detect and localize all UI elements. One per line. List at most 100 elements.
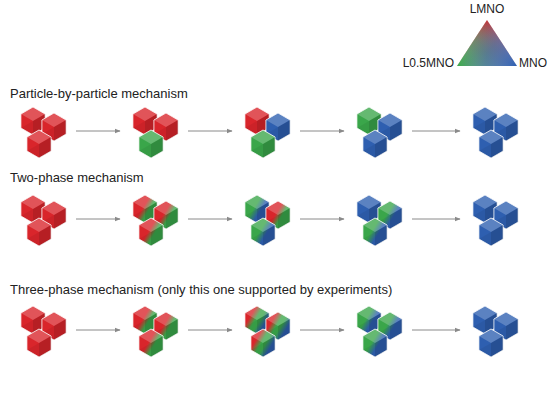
particle (473, 306, 497, 334)
process-arrow (76, 219, 120, 220)
particle-facet (363, 232, 375, 246)
process-arrow (300, 219, 344, 220)
legend-triangle-base (457, 20, 517, 66)
particle-facet (479, 144, 491, 158)
particle-facet (27, 343, 39, 357)
particle-facet (363, 144, 375, 158)
particle-row (21, 107, 518, 158)
particle-facet (39, 336, 51, 357)
particle-cluster (21, 107, 66, 158)
particle-cluster (21, 306, 66, 357)
particle-cluster (357, 195, 402, 246)
particle-cluster (133, 107, 178, 158)
particle-row (21, 195, 518, 246)
particle (139, 329, 163, 357)
particle-facet (21, 209, 33, 223)
particle (363, 130, 387, 158)
particle (27, 329, 51, 357)
process-arrow (188, 330, 232, 331)
particle-cluster (245, 195, 290, 246)
particle-facet (375, 137, 387, 158)
legend-color-corner (457, 20, 517, 66)
particle-facet (133, 121, 145, 135)
particle-facet (278, 120, 290, 141)
process-arrow (300, 330, 344, 331)
particle (245, 306, 269, 334)
legend-label: LMNO (470, 3, 505, 17)
process-arrow (188, 131, 232, 132)
particle-cluster (473, 107, 518, 158)
particle-cluster (357, 306, 402, 357)
particle (473, 107, 497, 135)
mechanism-title: Two-phase mechanism (10, 171, 144, 186)
particle-facet (491, 137, 503, 158)
particle (473, 195, 497, 223)
particle (479, 130, 503, 158)
particle-facet (251, 144, 263, 158)
particle-cluster (133, 195, 178, 246)
particle-facet (151, 137, 163, 158)
particle-facet (357, 121, 369, 135)
legend-color-corner (457, 20, 517, 66)
particle-facet (133, 209, 145, 223)
particle-facet (506, 319, 518, 340)
particle-facet (245, 121, 257, 135)
particle-facet (479, 232, 491, 246)
particle-facet (390, 319, 402, 340)
particle (245, 107, 269, 135)
particle (27, 218, 51, 246)
particle (139, 130, 163, 158)
particle-facet (251, 232, 263, 246)
process-arrow (412, 219, 460, 220)
particle-cluster (21, 195, 66, 246)
particle (133, 107, 157, 135)
particle (139, 218, 163, 246)
particle-facet (390, 120, 402, 141)
particle-facet (491, 225, 503, 246)
particle-facet (251, 343, 263, 357)
particle-facet (390, 208, 402, 229)
particle-facet (133, 320, 145, 334)
particle-cluster (473, 195, 518, 246)
particle-cluster (245, 107, 290, 158)
mechanism-title: Three-phase mechanism (only this one sup… (10, 283, 392, 298)
particle (357, 107, 381, 135)
particle-facet (39, 137, 51, 158)
particle-cluster (245, 306, 290, 357)
process-arrow (412, 131, 460, 132)
particle-facet (54, 319, 66, 340)
particle-facet (166, 120, 178, 141)
particle (251, 130, 275, 158)
particle-facet (473, 320, 485, 334)
particle-facet (139, 343, 151, 357)
process-arrow (412, 330, 460, 331)
particle-facet (491, 336, 503, 357)
particle-cluster (357, 107, 402, 158)
particle (21, 306, 45, 334)
particle (479, 218, 503, 246)
legend-label: MNO (519, 57, 547, 71)
particle-facet (506, 120, 518, 141)
particle-facet (479, 343, 491, 357)
particle (133, 306, 157, 334)
legend-color-corner (457, 20, 517, 66)
particle (251, 329, 275, 357)
particle (245, 195, 269, 223)
particle-facet (27, 144, 39, 158)
particle-facet (21, 121, 33, 135)
particle-facet (278, 319, 290, 340)
particle (21, 195, 45, 223)
particle-facet (375, 225, 387, 246)
process-arrow (300, 131, 344, 132)
particle-row (21, 306, 518, 357)
particle-facet (263, 336, 275, 357)
particle (357, 195, 381, 223)
particle-facet (357, 209, 369, 223)
process-arrow (76, 330, 120, 331)
particle (363, 218, 387, 246)
legend-label: L0.5MNO (403, 57, 454, 71)
particle-facet (54, 120, 66, 141)
particle-facet (139, 232, 151, 246)
particle (479, 329, 503, 357)
